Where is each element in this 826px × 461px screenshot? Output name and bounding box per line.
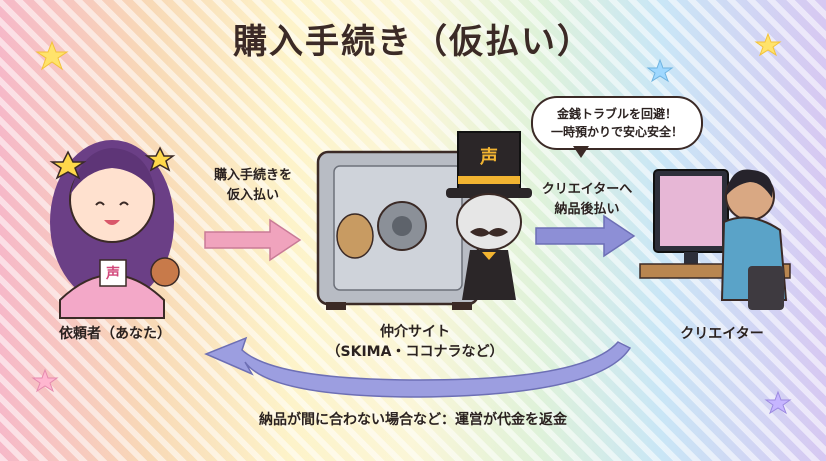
speech-bubble-tail: [573, 146, 589, 158]
platform-label-line1: 仲介サイト: [380, 324, 450, 340]
client-illustration: [49, 140, 180, 319]
mascot-illustration: [446, 131, 532, 300]
refund-note: 納品が間に合わない場合など：運営が代金を返金: [259, 412, 567, 428]
platform-label-line2: （SKIMA・ココナラなど）: [326, 344, 504, 360]
arrow-label-left-line1: 購入手続きを: [213, 168, 292, 183]
platform-label: 仲介サイト （SKIMA・ココナラなど）: [320, 322, 510, 362]
creator-label: クリエイター: [680, 326, 764, 342]
client-label: 依頼者（あなた）: [59, 326, 171, 342]
speech-bubble-line1: 金銭トラブルを回避！: [556, 107, 677, 121]
arrow-label-right-line2: 納品後払い: [554, 202, 620, 217]
page-title: 購入手続き（仮払い）: [233, 22, 593, 62]
arrow-pay-right: [204, 218, 302, 262]
hat-glyph: 声: [480, 147, 498, 168]
arrow-payout-right: [535, 214, 636, 258]
decorative-stars: [31, 32, 792, 415]
arrow-label-right-line1: クリエイターへ: [541, 182, 633, 197]
arrow-label-right: クリエイターへ 納品後払い: [530, 180, 644, 220]
safe-illustration: [316, 150, 480, 310]
arrow-label-left-line2: 仮入払い: [226, 188, 279, 203]
shirt-glyph: 声: [106, 266, 120, 282]
speech-bubble: 金銭トラブルを回避！ 一時預かりで安心安全！: [531, 96, 703, 150]
speech-bubble-line2: 一時預かりで安心安全！: [550, 125, 683, 139]
creator-illustration: [639, 169, 791, 310]
refund-arrow: [204, 336, 632, 398]
arrow-label-left: 購入手続きを 仮入払い: [196, 166, 310, 206]
